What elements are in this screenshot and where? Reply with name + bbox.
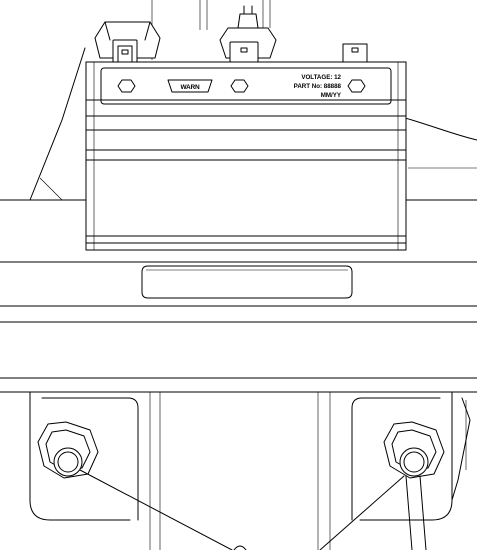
terminal-post-left [94, 21, 161, 63]
terminal-post-right [342, 43, 368, 63]
plate-hex-left [117, 79, 136, 93]
voltage-label: VOLTAGE: 12 [301, 74, 341, 81]
plate-hex-right [347, 79, 366, 93]
brand-logo-text: WARN [180, 84, 200, 91]
lower-bracket-right [317, 391, 471, 550]
brand-logo: WARN [167, 79, 213, 93]
contactor-body [85, 61, 407, 251]
terminal-post-middle [219, 5, 277, 63]
callout-leaders [79, 469, 405, 550]
plate-hex-middle [230, 79, 249, 93]
rubber-pad [141, 265, 353, 299]
mounting-nut-left [37, 421, 99, 479]
background-frame [0, 0, 477, 393]
part-number-label: PART No: 88888 [294, 83, 342, 90]
lower-bracket-left [29, 391, 161, 550]
mounting-nut-right [383, 421, 445, 479]
right-rod [405, 475, 427, 550]
date-code-label: MM/YY [321, 92, 342, 99]
